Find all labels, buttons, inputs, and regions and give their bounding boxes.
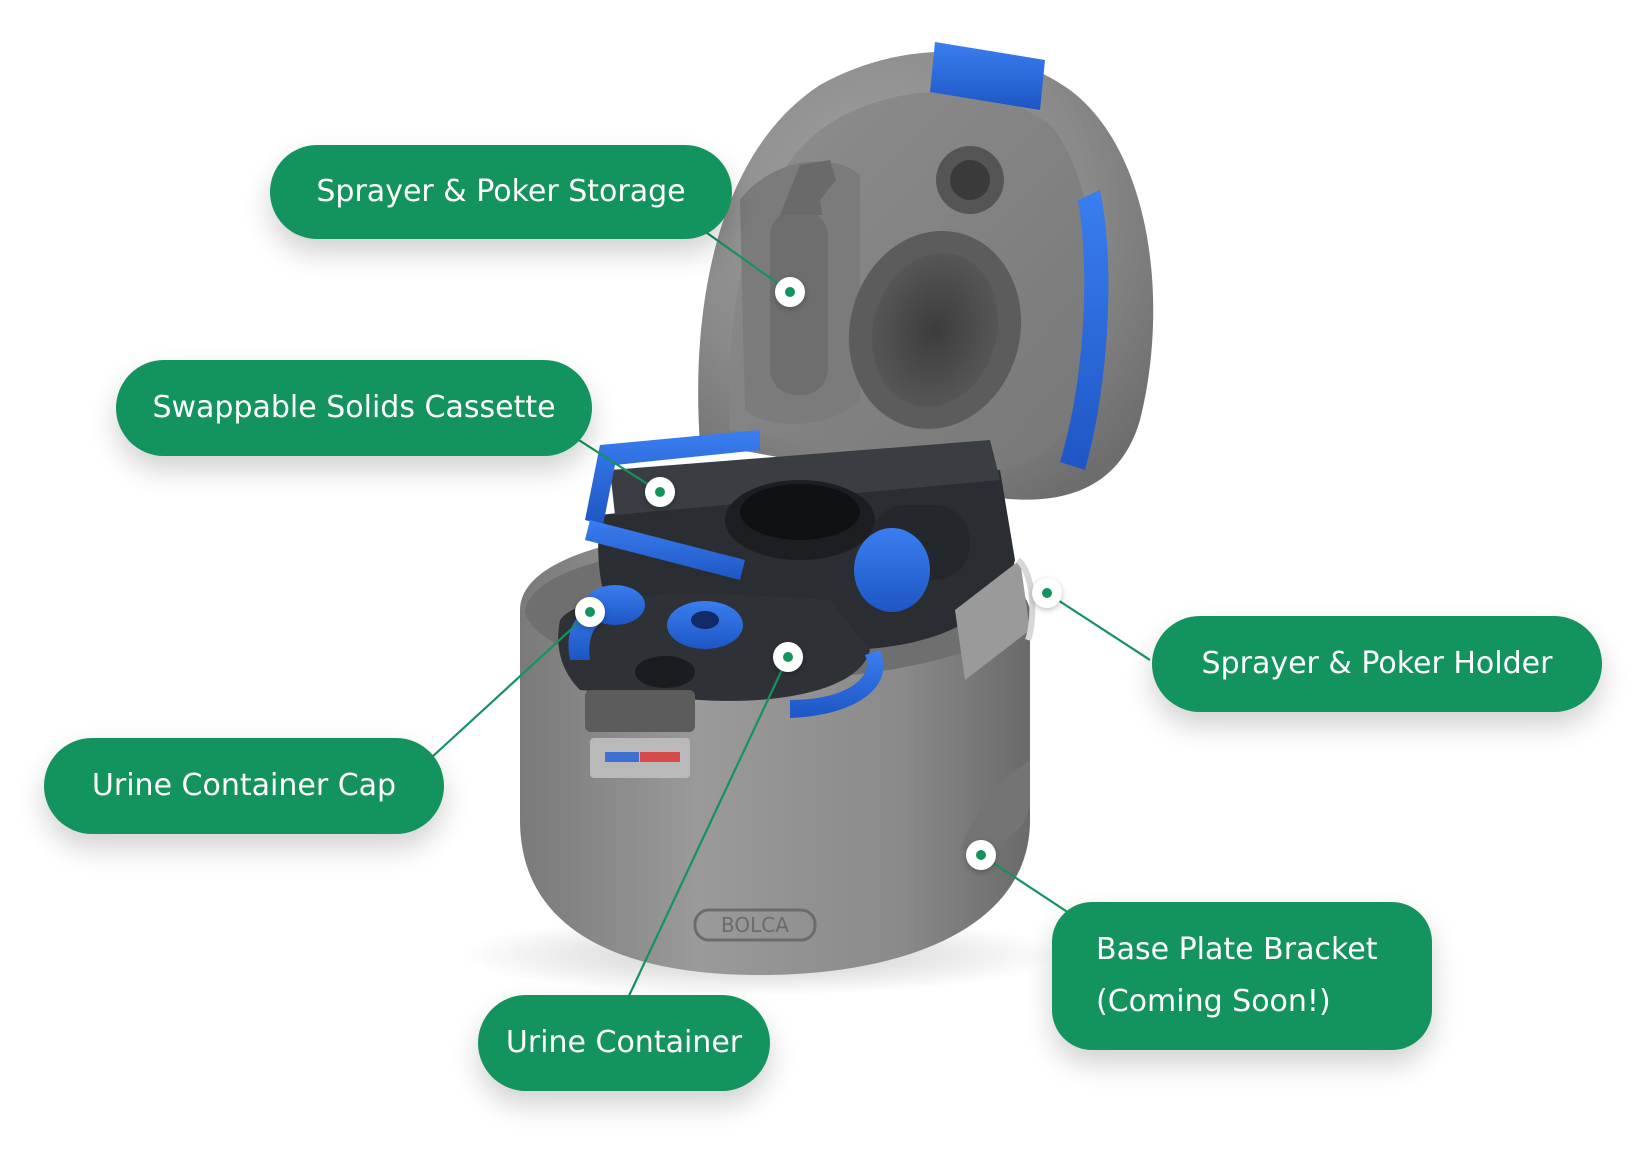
sprayer-nozzle	[780, 160, 836, 215]
cassette-funnel-hole	[740, 484, 860, 540]
label-text: Urine Container Cap	[91, 768, 397, 804]
urine-cap-vent-hole	[691, 611, 719, 629]
brand-logo-text: BOLCA	[721, 913, 789, 937]
target-dot-icon	[645, 477, 675, 507]
label-sprayer-poker-holder: Sprayer & Poker Holder	[1152, 616, 1602, 712]
target-dot-icon	[1032, 578, 1062, 608]
level-indicator-blue	[605, 752, 639, 762]
level-indicator-red	[640, 752, 680, 762]
urine-handle-right	[790, 650, 884, 718]
target-dot-icon	[966, 840, 996, 870]
solids-cassette-top	[610, 440, 1000, 515]
base-foot-notch	[960, 760, 1030, 850]
label-urine-container: Urine Container	[478, 995, 770, 1091]
lid-seat-hole	[871, 252, 999, 408]
cassette-handle-arm	[585, 520, 745, 580]
holder-bracket	[955, 560, 1030, 680]
vent-ring-inner	[950, 160, 990, 200]
label-text: Urine Container	[505, 1025, 743, 1061]
label-swappable-solids-cassette: Swappable Solids Cassette	[116, 360, 592, 456]
urine-pour-spout	[635, 656, 695, 688]
target-dot-icon	[575, 597, 605, 627]
lid-latch-blue	[930, 42, 1045, 110]
label-sprayer-poker-storage: Sprayer & Poker Storage	[270, 145, 732, 239]
target-dot-icon	[775, 277, 805, 307]
label-urine-container-cap: Urine Container Cap	[44, 738, 444, 834]
label-text: Sprayer & Poker Holder	[1201, 646, 1553, 682]
target-dot-icon	[773, 642, 803, 672]
lid-side-rail-blue	[1060, 190, 1109, 470]
label-base-plate-bracket: Base Plate Bracket (Coming Soon!)	[1052, 902, 1432, 1050]
label-text: Sprayer & Poker Storage	[316, 174, 686, 210]
label-text-line2: (Coming Soon!)	[1096, 984, 1331, 1019]
label-text: Swappable Solids Cassette	[152, 390, 556, 426]
agitator-knob-blue	[854, 528, 930, 612]
label-text-line1: Base Plate Bracket	[1096, 932, 1378, 967]
front-latch	[585, 690, 695, 732]
